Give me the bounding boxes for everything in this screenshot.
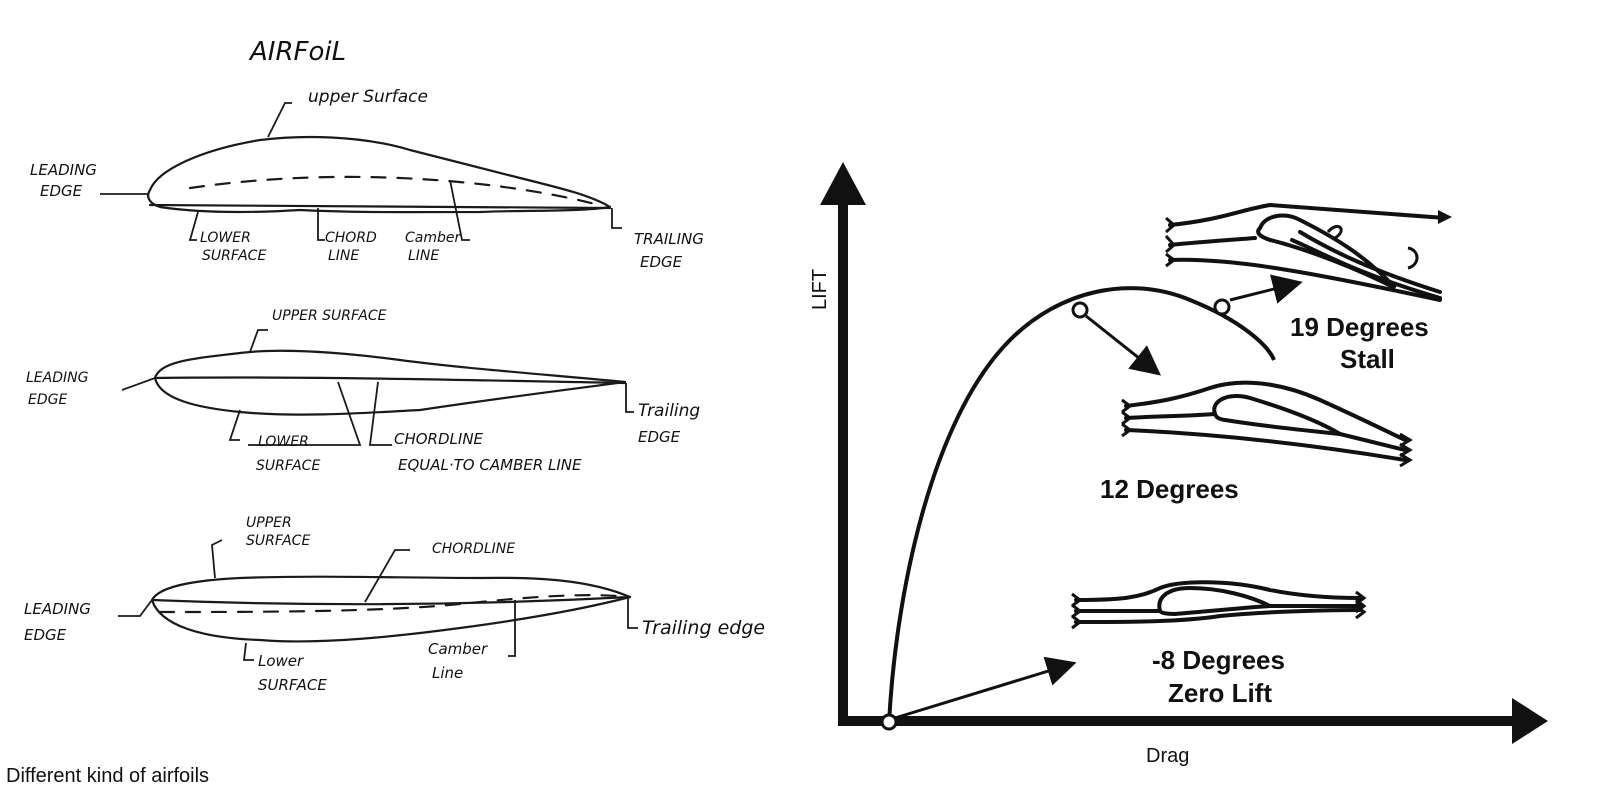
- label-chord-line: LINE: [328, 248, 359, 264]
- label-trailing-edge: TRAILING: [634, 230, 704, 248]
- label-lower-surface: Lower: [258, 652, 304, 670]
- point-12-degrees: [1071, 301, 1089, 319]
- airfoil-sketches-panel: AIRFoiL upper Surface LEADING EDGE LOWER…: [6, 37, 765, 787]
- label-upper-surface: UPPER SURFACE: [272, 308, 387, 324]
- label-upper-surface: SURFACE: [246, 533, 310, 549]
- label-leading-edge: EDGE: [40, 182, 83, 200]
- label-leading-edge: LEADING: [30, 161, 97, 179]
- label-trailing-edge: Trailing edge: [642, 617, 765, 639]
- label-trailing-edge: Trailing: [638, 401, 700, 421]
- title-airfoil: AIRFoiL: [248, 37, 346, 67]
- airfoil-3: UPPER SURFACE CHORDLINE LEADING EDGE Low…: [24, 515, 765, 694]
- label-chord-line: CHORD: [325, 230, 377, 246]
- airfoil-3-camber-line: [158, 594, 632, 614]
- airfoil-1-outline: [147, 135, 612, 214]
- label-chordline-equal-camber: EQUAL·TO CAMBER LINE: [398, 456, 582, 474]
- point-zero-lift: [880, 713, 898, 731]
- y-axis: [838, 200, 848, 724]
- label-12-degrees: 12 Degrees: [1100, 474, 1239, 504]
- airfoil-1: upper Surface LEADING EDGE LOWER SURFACE…: [30, 87, 704, 271]
- label-camber-line: Camber: [405, 230, 461, 246]
- label-lower-surface: LOWER: [258, 434, 309, 450]
- y-axis-arrow-icon: [820, 162, 866, 205]
- label-leading-edge: EDGE: [24, 626, 67, 644]
- label-chordline: CHORDLINE: [394, 430, 484, 448]
- label-trailing-edge: EDGE: [638, 428, 681, 446]
- label-leading-edge: LEADING: [26, 370, 89, 386]
- airfoil-3-outline: [150, 575, 632, 643]
- label-leading-edge: LEADING: [24, 600, 91, 618]
- axes: LIFT Drag: [809, 162, 1548, 767]
- airfoil-1-camber-line: [188, 175, 597, 206]
- label-chordline: CHORDLINE: [432, 541, 515, 557]
- label-19-degrees: 19 Degrees: [1290, 312, 1429, 342]
- lift-curve: [887, 286, 1276, 725]
- label-camber-line: Line: [432, 664, 463, 682]
- airfoil-1-chord-line: [148, 203, 612, 210]
- label-lower-surface: SURFACE: [258, 676, 327, 694]
- airfoil-minus-8-degrees-zero-lift: -8 Degrees Zero Lift: [1071, 580, 1367, 708]
- lift-drag-diagram-panel: LIFT Drag 19 Degrees Stall: [800, 0, 1600, 810]
- label-leading-edge: EDGE: [28, 392, 67, 408]
- airfoil-19-degrees-stall: 19 Degrees Stall: [1164, 202, 1452, 374]
- arrow-to-zero-lift-icon: [894, 656, 1077, 720]
- label-lower-surface: LOWER: [200, 230, 251, 246]
- arrow-to-19-degrees-icon: [1229, 274, 1303, 304]
- label-upper-surface: upper Surface: [308, 87, 428, 107]
- y-axis-label: LIFT: [809, 269, 831, 310]
- label-zero-lift: Zero Lift: [1168, 678, 1272, 708]
- label-trailing-edge: EDGE: [640, 253, 683, 271]
- arrow-to-12-degrees-icon: [1085, 314, 1162, 376]
- label-upper-surface: UPPER: [246, 515, 292, 531]
- label-camber-line: LINE: [408, 248, 439, 264]
- label-stall: Stall: [1340, 344, 1395, 374]
- lift-drag-diagram-svg: LIFT Drag 19 Degrees Stall: [809, 162, 1548, 767]
- airfoil-sketches-svg: AIRFoiL upper Surface LEADING EDGE LOWER…: [24, 37, 765, 694]
- x-axis-arrow-icon: [1512, 698, 1548, 744]
- x-axis-label: Drag: [1146, 745, 1189, 767]
- label-camber-line: Camber: [428, 640, 488, 658]
- label-lower-surface: SURFACE: [202, 248, 266, 264]
- airfoil-12-degrees: 12 Degrees: [1100, 380, 1413, 504]
- figure-caption: Different kind of airfoils: [6, 765, 210, 787]
- point-19-degrees: [1213, 298, 1231, 316]
- x-axis: [838, 716, 1518, 726]
- airfoil-2: UPPER SURFACE LEADING EDGE LOWER SURFACE…: [26, 308, 700, 474]
- airfoil-3-chord-line: [150, 595, 632, 606]
- label-minus-8-degrees: -8 Degrees: [1152, 645, 1285, 675]
- label-lower-surface: SURFACE: [256, 458, 320, 474]
- airfoil-2-chord-camber-line: [153, 376, 627, 385]
